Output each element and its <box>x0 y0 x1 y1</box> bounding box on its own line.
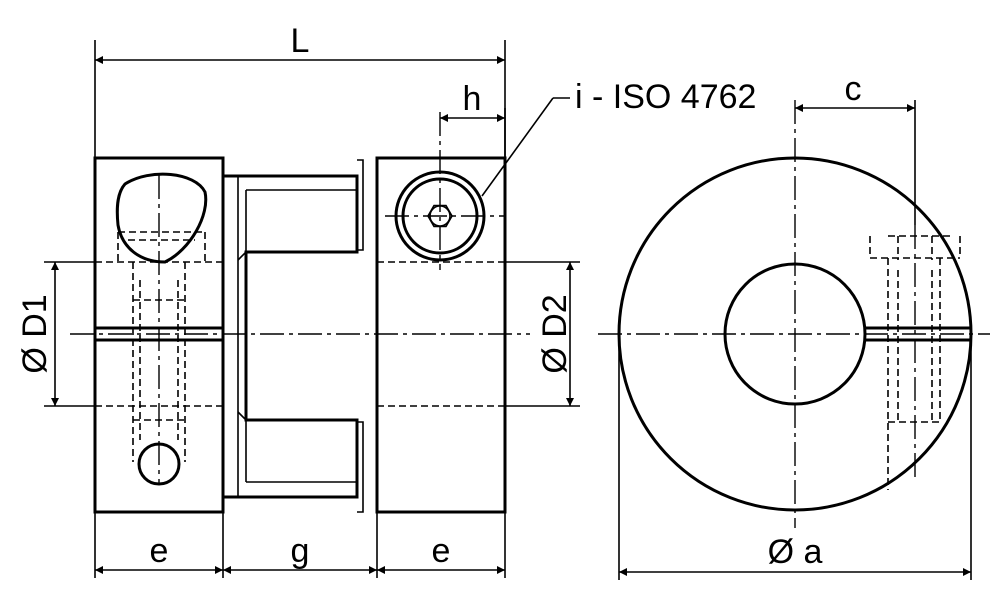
front-view <box>598 100 990 528</box>
dim-g-label: g <box>291 532 310 570</box>
side-view <box>70 112 530 514</box>
socket-screw <box>385 112 505 270</box>
clamp-screw-head-shape <box>115 172 208 264</box>
screw-spec-label: i - ISO 4762 <box>575 78 756 116</box>
dim-h-label: h <box>463 80 482 118</box>
spider-element <box>221 159 364 513</box>
dim-d1-label: Ø D1 <box>16 294 54 373</box>
dim-e-right-label: e <box>432 532 451 570</box>
dim-e-left-label: e <box>150 532 169 570</box>
dim-c-label: c <box>845 70 862 108</box>
dim-L-label: L <box>291 22 310 60</box>
dimensions: L h i - ISO 4762 c Ø D1 Ø D2 e g e <box>16 22 972 580</box>
dim-d2-label: Ø D2 <box>536 294 574 373</box>
dim-a-label: Ø a <box>768 533 823 571</box>
